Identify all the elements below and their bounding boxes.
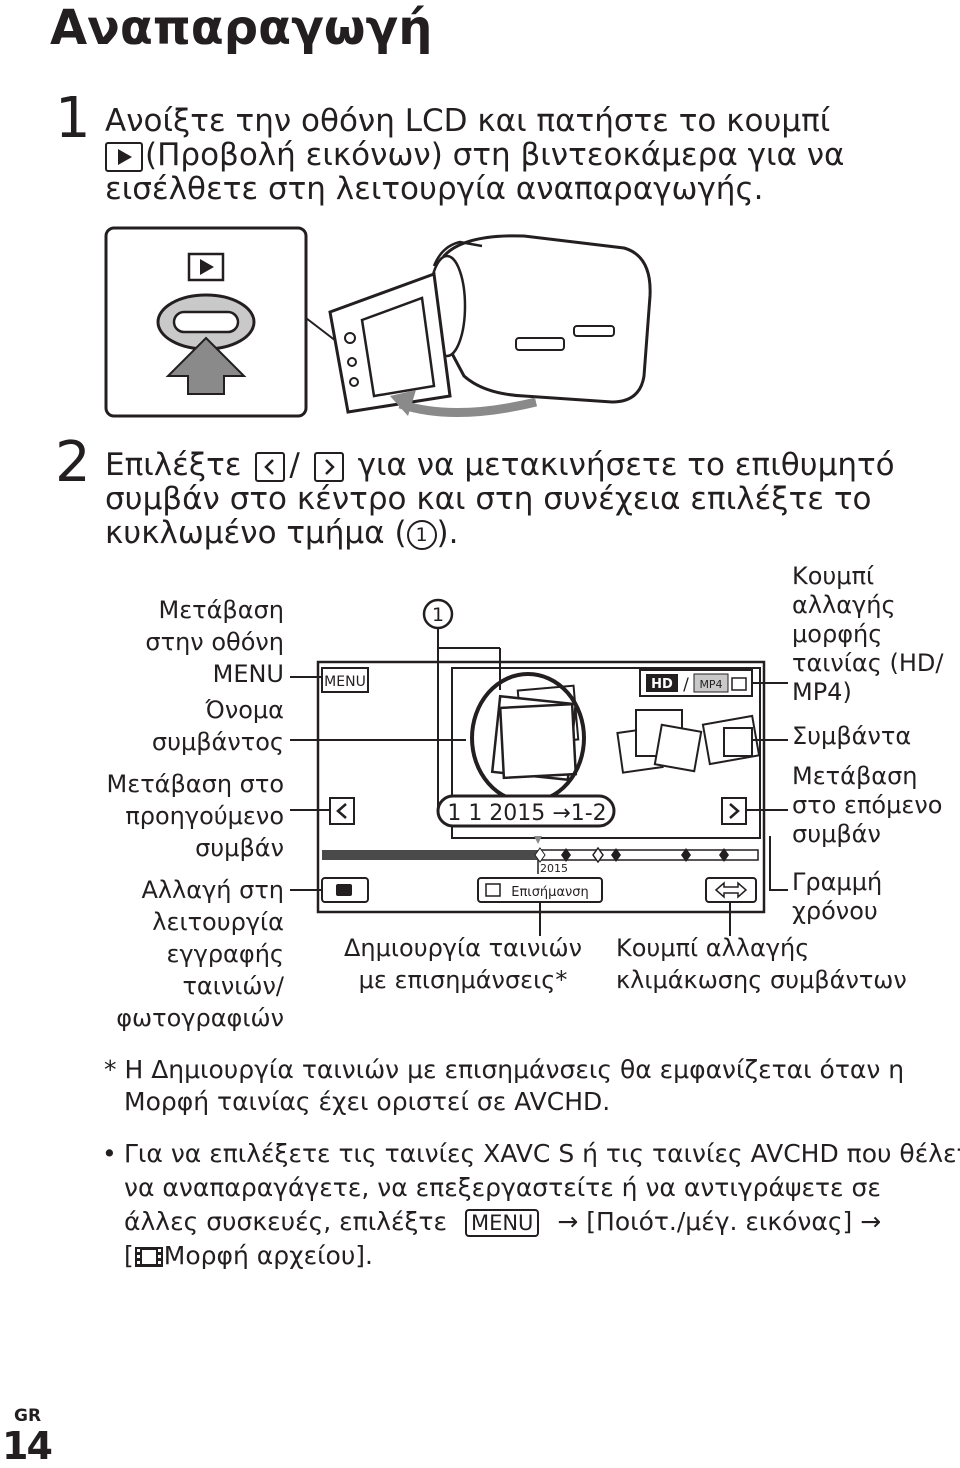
bullet-line-1: Για να επιλέξετε τις ταινίες XAVC S ή τι… bbox=[124, 1139, 960, 1168]
label-rec-mode: Αλλαγή στη λειτουργία εγγραφής ταινιών/ … bbox=[116, 876, 284, 1032]
play-button-symbol bbox=[200, 259, 214, 275]
label-scale-switch: Κουμπί αλλαγής κλιμάκωσης συμβάντων bbox=[616, 934, 907, 994]
step-1-line-2: (Προβολή εικόνων) στη βιντεοκάμερα για ν… bbox=[105, 138, 844, 172]
camcorder-illustration bbox=[104, 226, 652, 418]
event-name-label: 1 1 2015 →1-2 bbox=[447, 801, 606, 826]
page-number: 14 bbox=[2, 1424, 53, 1468]
next-event-button bbox=[721, 797, 747, 825]
label-prev-event: Μετάβαση στο προηγούμενο συμβάν bbox=[106, 770, 284, 862]
timeline-year-label: 2015 bbox=[540, 862, 568, 875]
prev-event-button bbox=[329, 797, 355, 825]
bullet-line-4: [ Μορφή αρχείου]. bbox=[124, 1241, 374, 1270]
step-2-line-1: Επιλέξτε / για να μετακινήσετε το επιθυμ… bbox=[105, 447, 895, 483]
film-strip-icon bbox=[134, 1246, 164, 1268]
lcd-screen bbox=[360, 296, 436, 398]
step-2-line-3: κυκλωμένο τμήμα (1). bbox=[105, 515, 459, 551]
step-2-line-2: συμβάν στο κέντρο και στη συνέχεια επιλέ… bbox=[105, 481, 872, 517]
bullet-marker: • bbox=[102, 1139, 117, 1168]
open-arrow-icon bbox=[398, 397, 538, 417]
camera-body bbox=[442, 234, 652, 404]
step-1-line-3: εισέλθετε στη λειτουργία αναπαραγωγής. bbox=[105, 171, 764, 207]
label-menu-transition: Μετάβαση στην οθόνη MENU bbox=[145, 596, 284, 688]
label-events: Συμβάντα bbox=[792, 722, 912, 750]
menu-button bbox=[321, 667, 369, 693]
movie-clapper-icon bbox=[731, 677, 747, 691]
step-1-number: 1 bbox=[55, 86, 91, 151]
footnote-line-2: Μορφή ταινίας έχει οριστεί σε AVCHD. bbox=[124, 1087, 611, 1116]
svg-text:1: 1 bbox=[432, 604, 444, 626]
play-view-icon bbox=[105, 141, 143, 172]
previous-arrow-icon bbox=[255, 451, 286, 482]
video-camera-icon bbox=[336, 884, 352, 896]
footnote-line-1: * Η Δημιουργία ταινιών με επισημάνσεις θ… bbox=[104, 1055, 905, 1084]
label-next-event: Μετάβαση στο επόμενο συμβάν bbox=[792, 762, 943, 848]
event-name-pill bbox=[436, 794, 616, 828]
next-arrow-icon bbox=[313, 451, 344, 482]
page-language-code: GR bbox=[14, 1406, 42, 1426]
scale-arrows-icon bbox=[714, 881, 748, 899]
menu-button-label: MENU bbox=[324, 674, 366, 690]
label-highlight-movie: Δημιουργία ταινιών με επισημάνσεις* bbox=[343, 934, 583, 994]
step-1-line-1: Ανοίξτε την οθόνη LCD και πατήστε το κου… bbox=[105, 103, 831, 139]
mp4-label: MP4 bbox=[699, 678, 722, 691]
clapper-icon bbox=[485, 883, 501, 897]
svg-text:/: / bbox=[683, 675, 689, 695]
press-arrow-icon bbox=[165, 336, 247, 395]
hd-label: HD bbox=[651, 677, 673, 692]
label-timeline: Γραμμή χρόνου bbox=[792, 868, 883, 925]
page-title: Αναπαραγωγή bbox=[50, 0, 433, 56]
callout-1-icon: 1 bbox=[406, 519, 437, 550]
bullet-line-3: άλλες συσκευές, επιλέξτε MENU → [Ποιότ./… bbox=[124, 1207, 882, 1237]
highlight-label: Επισήμανση bbox=[511, 885, 589, 900]
menu-key-icon: MENU bbox=[464, 1209, 540, 1237]
label-event-name: Όνομα συμβάντος bbox=[151, 696, 284, 756]
label-format-switch: Κουμπί αλλαγής μορφής ταινίας (HD/ MP4) bbox=[792, 562, 944, 706]
playback-screen-diagram: MENU HD / MP4 1 1 2015 →1-2 2015 Επισήμα… bbox=[290, 598, 788, 936]
step-2-number: 2 bbox=[55, 430, 91, 495]
bullet-line-2: να αναπαραγάγετε, να επεξεργαστείτε ή να… bbox=[124, 1173, 881, 1202]
